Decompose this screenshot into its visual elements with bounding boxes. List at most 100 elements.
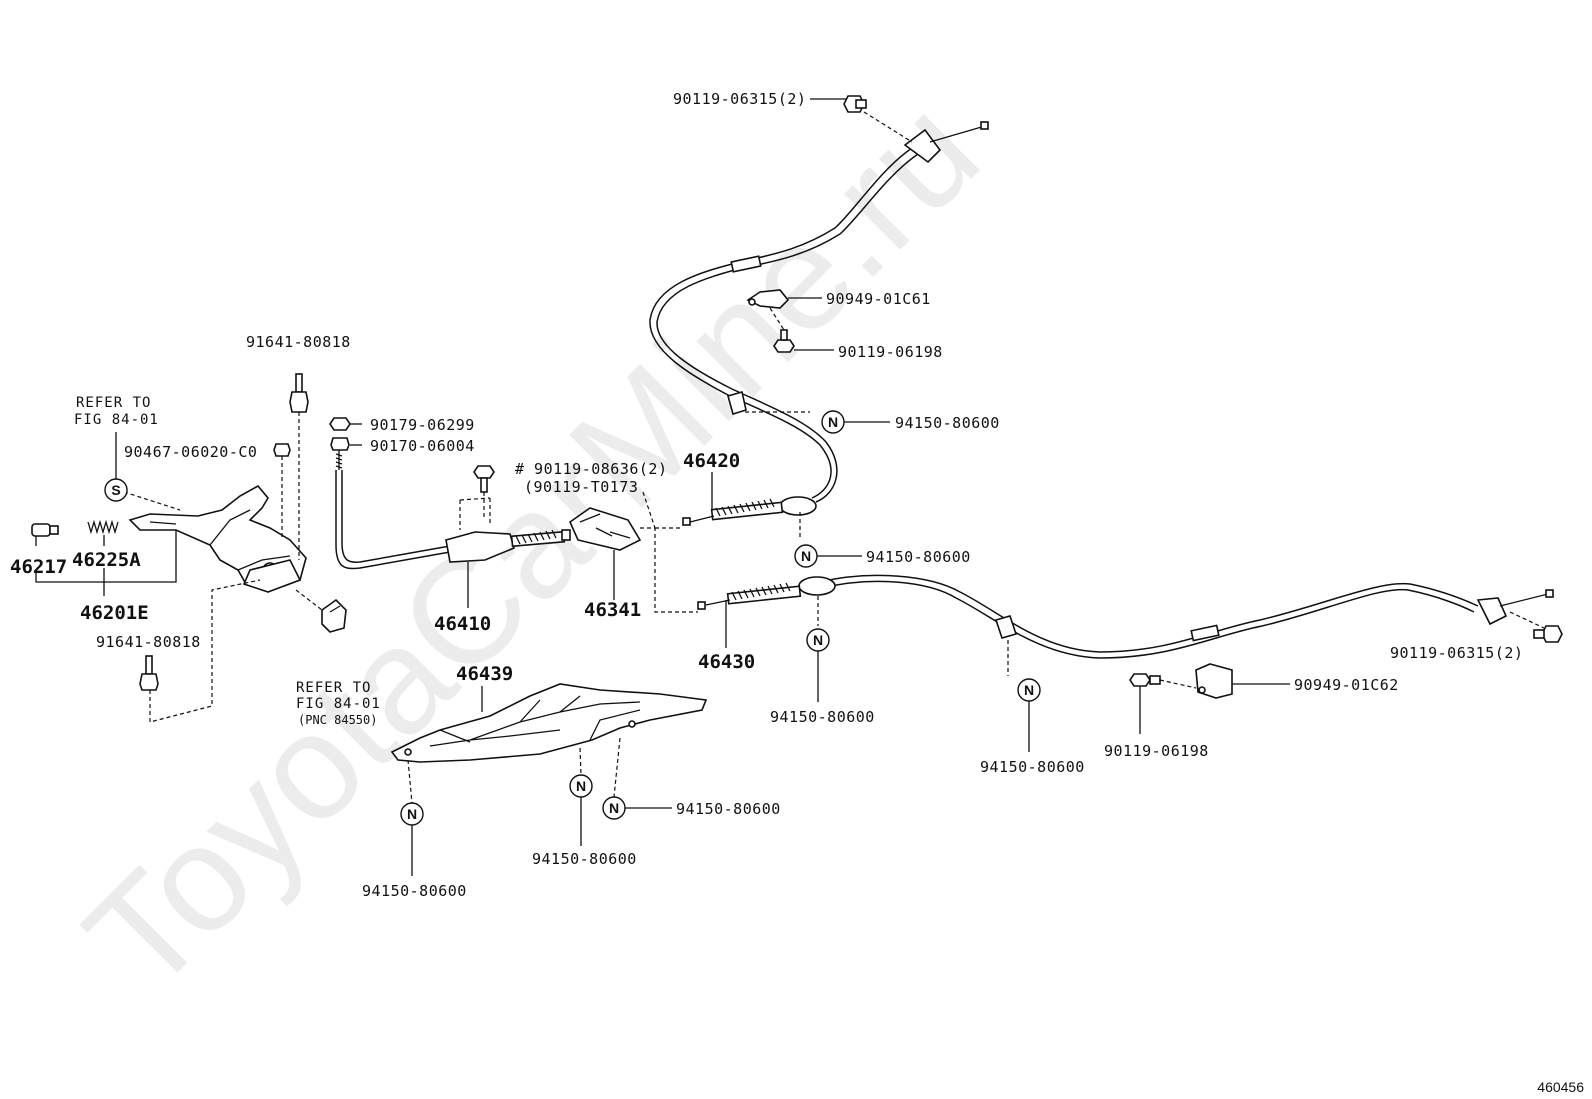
symbol-n-94150-f: N	[569, 774, 593, 798]
label-46341: 46341	[584, 599, 641, 621]
symbol-n-94150-b: N	[794, 544, 818, 568]
equalizer-46341-detail	[579, 513, 631, 539]
cable-46420-rod	[689, 515, 715, 523]
bolt-91641-80818-bottom	[139, 655, 159, 691]
label-refer-bottom-1: REFER TO	[296, 680, 371, 696]
cable-46410-line	[335, 470, 451, 570]
label-94150-80600-g: 94150-80600	[676, 800, 781, 818]
svg-text:N: N	[407, 806, 417, 822]
dash-s-to-lever	[123, 491, 181, 511]
label-94150-80600-f: 94150-80600	[532, 850, 637, 868]
cable-46420-line	[649, 147, 913, 499]
clamp-90949-01c61	[746, 289, 790, 309]
switch-pnc-84550	[321, 598, 347, 633]
dash-n-94150-f	[579, 747, 582, 776]
label-94150-80600-c: 94150-80600	[770, 708, 875, 726]
label-94150-80600-e: 94150-80600	[362, 882, 467, 900]
cable-46430-end-rod	[1499, 593, 1549, 607]
bolt-90119-06198-bottom	[1129, 673, 1161, 687]
cover-46439	[390, 683, 708, 763]
svg-text:N: N	[813, 632, 823, 648]
lever-46201e	[128, 484, 307, 589]
cable-46420-spring	[710, 498, 784, 521]
bolt-90119-06198-top	[773, 329, 795, 353]
symbol-n-94150-g: N	[602, 796, 626, 820]
cable-46430-spring	[726, 582, 802, 605]
nut-90179-06299	[329, 417, 351, 431]
label-refer-bottom-3: (PNC 84550)	[298, 713, 377, 727]
cover-46439-hole-left	[404, 748, 412, 756]
cable-46430-rod-tip	[697, 601, 706, 610]
clamp-90949-01c62	[1195, 663, 1233, 699]
label-94150-80600-a: 94150-80600	[895, 414, 1000, 432]
cable-46420-line-2	[656, 153, 919, 503]
label-94150-80600-b: 94150-80600	[866, 548, 971, 566]
symbol-n-94150-c: N	[806, 628, 830, 652]
svg-text:N: N	[576, 778, 586, 794]
dash-n-94150-e	[407, 759, 413, 804]
svg-text:N: N	[801, 548, 811, 564]
cable-46420-equalizer	[779, 496, 817, 516]
label-46420: 46420	[683, 450, 740, 472]
lever-46201e-bracket	[242, 559, 302, 593]
svg-text:N: N	[609, 800, 619, 816]
label-94150-80600-d: 94150-80600	[980, 758, 1085, 776]
cable-46420-end-bracket	[903, 128, 942, 164]
label-refer-bottom-2: FIG 84-01	[296, 696, 381, 712]
cable-46410-line-2	[341, 470, 451, 563]
cable-46410-housing	[445, 531, 515, 563]
cable-46430-end-bracket	[1476, 597, 1508, 626]
label-46430: 46430	[698, 651, 755, 673]
cover-46439-ribs	[429, 695, 641, 747]
symbol-n-94150-d: N	[1017, 678, 1041, 702]
dash-90119-06198-bottom	[1159, 679, 1197, 689]
bracket-46201e	[35, 530, 177, 583]
cable-46420-grommet-top	[730, 255, 762, 273]
label-46439: 46439	[456, 663, 513, 685]
symbol-n-94150-a: N	[821, 410, 845, 434]
cable-46430-line	[819, 574, 1479, 653]
dash-90119-06315-right	[1509, 611, 1545, 629]
cable-46410-spring	[510, 529, 566, 548]
cable-46430-equalizer	[798, 576, 836, 596]
label-90949-01c62: 90949-01C62	[1294, 676, 1399, 694]
label-46225a: 46225A	[72, 549, 141, 571]
dash-switch	[295, 589, 323, 611]
spring-46225a	[87, 519, 119, 535]
cable-46410-rod-thread	[335, 453, 343, 469]
lever-46201e-detail	[149, 509, 291, 571]
label-46410: 46410	[434, 613, 491, 635]
cable-46410-end	[561, 529, 571, 541]
cable-46430-grommet	[1190, 624, 1220, 642]
label-90119-06198-bottom: 90119-06198	[1104, 742, 1209, 760]
label-refer-left-1: REFER TO	[76, 395, 151, 411]
cable-46430-bracket-mid	[994, 615, 1018, 639]
label-90179-06299: 90179-06299	[370, 416, 475, 434]
label-refer-left-2: FIG 84-01	[74, 412, 159, 428]
symbol-s: S	[104, 478, 128, 502]
cable-46420-rod-tip	[682, 517, 691, 526]
label-90467-06020-c0: 90467-06020-C0	[124, 443, 257, 461]
cable-46420-end-rod	[929, 125, 986, 143]
dash-91641-bottom	[149, 579, 261, 723]
label-46201e: 46201E	[80, 602, 149, 624]
dash-46410	[459, 497, 491, 530]
bolt-90119-06315-right	[1533, 625, 1563, 643]
symbol-n-94150-e: N	[400, 802, 424, 826]
dash-46341-to-cables	[640, 491, 698, 613]
label-90119-t0173: (90119-T0173	[524, 478, 638, 496]
svg-text:S: S	[111, 482, 120, 498]
svg-text:N: N	[828, 414, 838, 430]
label-90170-06004: 90170-06004	[370, 437, 475, 455]
dash-n-94150-g	[613, 737, 621, 798]
cable-46420-bracket-mid	[727, 390, 747, 416]
label-90119-08636: # 90119-08636(2)	[515, 460, 668, 478]
cable-46430-line-2	[821, 580, 1475, 659]
label-90119-06198-top: 90119-06198	[838, 343, 943, 361]
cover-46439-hole-right	[628, 720, 636, 728]
label-91641-80818-bottom: 91641-80818	[96, 633, 201, 651]
cable-46430-end-tip	[1545, 589, 1554, 598]
cable-46420-end-tip	[980, 121, 989, 130]
clip-90467	[273, 443, 291, 457]
